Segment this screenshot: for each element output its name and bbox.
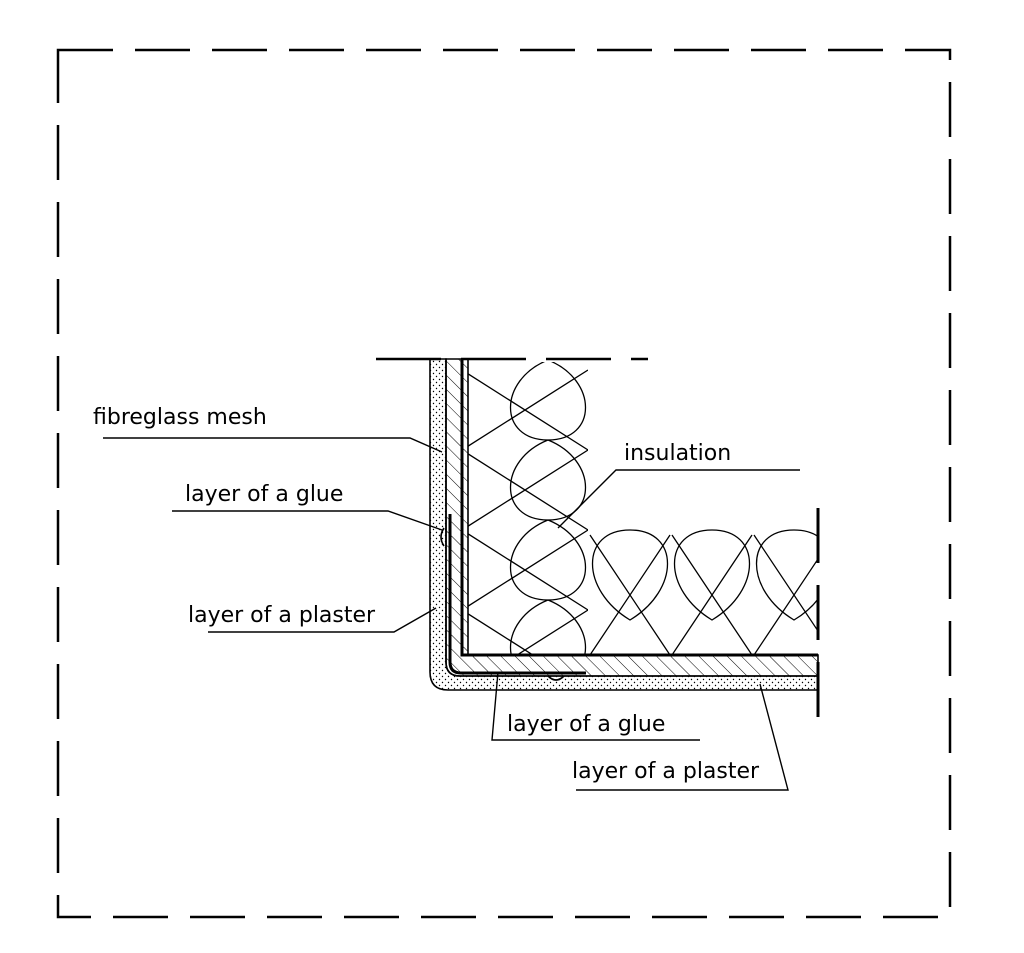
mesh-bump-horizontal xyxy=(547,675,565,681)
label-insulation: insulation xyxy=(624,441,732,466)
glue-layer xyxy=(445,358,819,677)
mesh-bump-vertical xyxy=(440,527,445,547)
insulation-symbol-vertical xyxy=(468,362,588,654)
label-plaster-bottom: layer of a plaster xyxy=(572,759,760,784)
leader-plaster-left xyxy=(208,607,437,633)
leader-plaster-bottom xyxy=(576,683,789,791)
insulation-edge xyxy=(460,359,818,657)
leader-glue-top xyxy=(172,510,443,531)
plaster-layer xyxy=(429,358,819,691)
leader-insulation xyxy=(557,469,800,529)
insulation-symbol-horizontal xyxy=(589,529,818,654)
mesh-corner-profile xyxy=(448,514,586,675)
leader-glue-bottom xyxy=(491,671,700,741)
label-plaster-left: layer of a plaster xyxy=(188,603,376,628)
label-fibreglass-mesh: fibreglass mesh xyxy=(93,405,267,430)
label-glue-bottom: layer of a glue xyxy=(507,712,666,737)
leader-fibreglass-mesh xyxy=(103,437,443,453)
label-glue-top: layer of a glue xyxy=(185,482,344,507)
drawing-frame xyxy=(56,48,952,919)
